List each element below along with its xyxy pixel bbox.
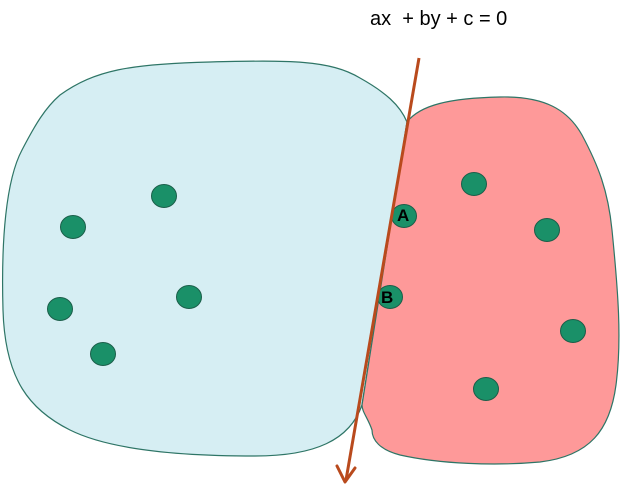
point-right-4 (473, 377, 499, 401)
point-left-5 (90, 342, 116, 366)
arrowhead-icon (335, 464, 357, 484)
point-right-1 (461, 172, 487, 196)
point-left-2 (60, 215, 86, 239)
point-a-label: A (397, 206, 409, 225)
point-b-label: B (381, 288, 393, 307)
right-region (361, 96, 620, 465)
line-equation: ax + by + c = 0 (370, 8, 508, 30)
left-region (1, 60, 408, 457)
point-left-3 (176, 285, 202, 309)
point-left-4 (47, 297, 73, 321)
point-right-2 (534, 218, 560, 242)
point-right-3 (560, 319, 586, 343)
point-left-1 (151, 184, 177, 208)
separating-line (344, 57, 421, 481)
